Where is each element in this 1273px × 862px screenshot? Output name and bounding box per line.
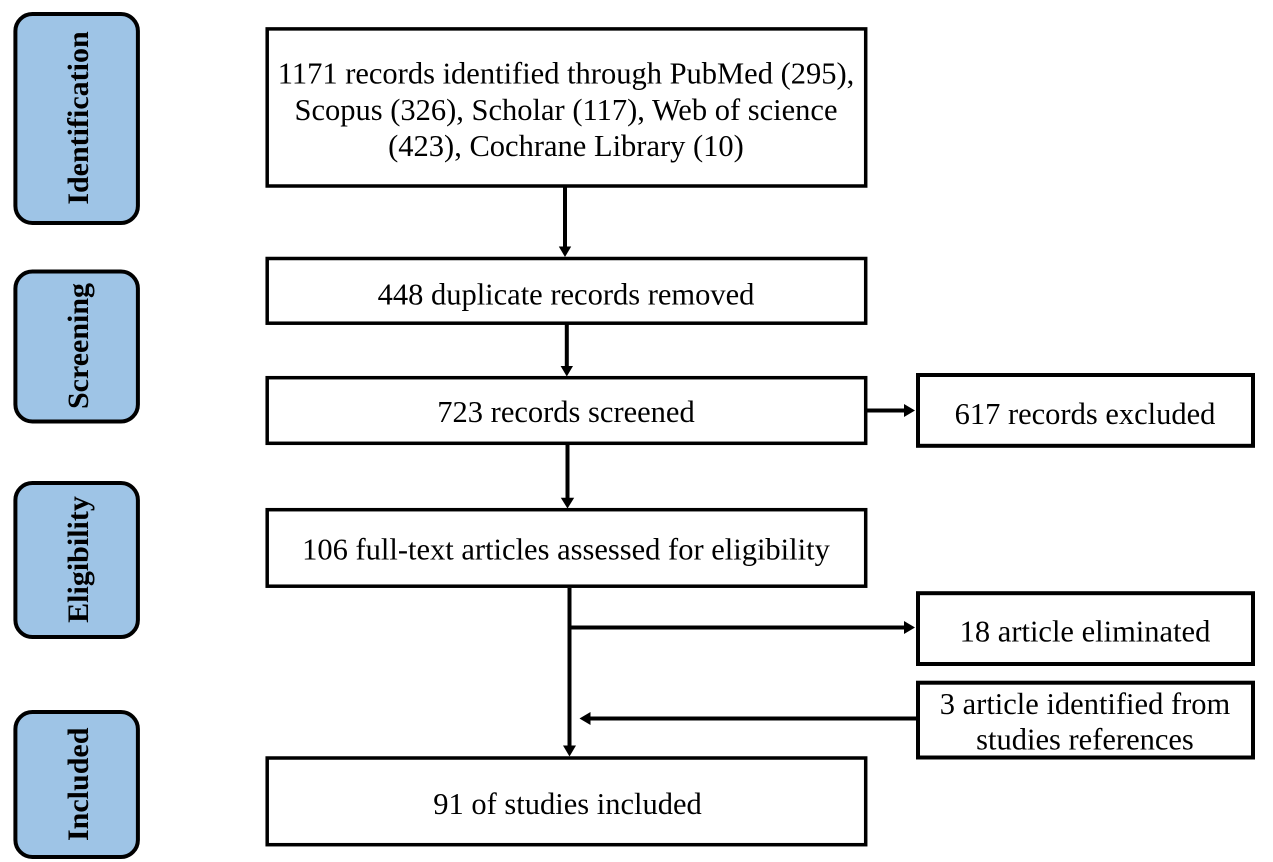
svg-text:studies references: studies references [976,723,1194,757]
svg-text:617 records excluded: 617 records excluded [955,397,1216,431]
svg-text:(423), Cochrane Library (10): (423), Cochrane Library (10) [388,129,744,163]
svg-text:106 full-text articles assesse: 106 full-text articles assessed for elig… [302,533,830,567]
svg-text:723 records screened: 723 records screened [437,395,694,429]
svg-text:Eligibility: Eligibility [62,496,95,623]
svg-text:91 of studies included: 91 of studies included [433,787,702,821]
svg-text:3 article identified from: 3 article identified from [940,687,1231,721]
svg-text:18 article eliminated: 18 article eliminated [960,615,1211,649]
svg-text:Screening: Screening [62,283,95,409]
svg-text:1171 records identified throug: 1171 records identified through PubMed (… [278,56,855,90]
svg-text:448 duplicate records removed: 448 duplicate records removed [378,278,755,312]
svg-text:Included: Included [62,727,95,841]
svg-text:Scopus (326), Scholar (117), W: Scopus (326), Scholar (117), Web of scie… [294,93,837,127]
svg-text:Identification: Identification [62,31,95,205]
